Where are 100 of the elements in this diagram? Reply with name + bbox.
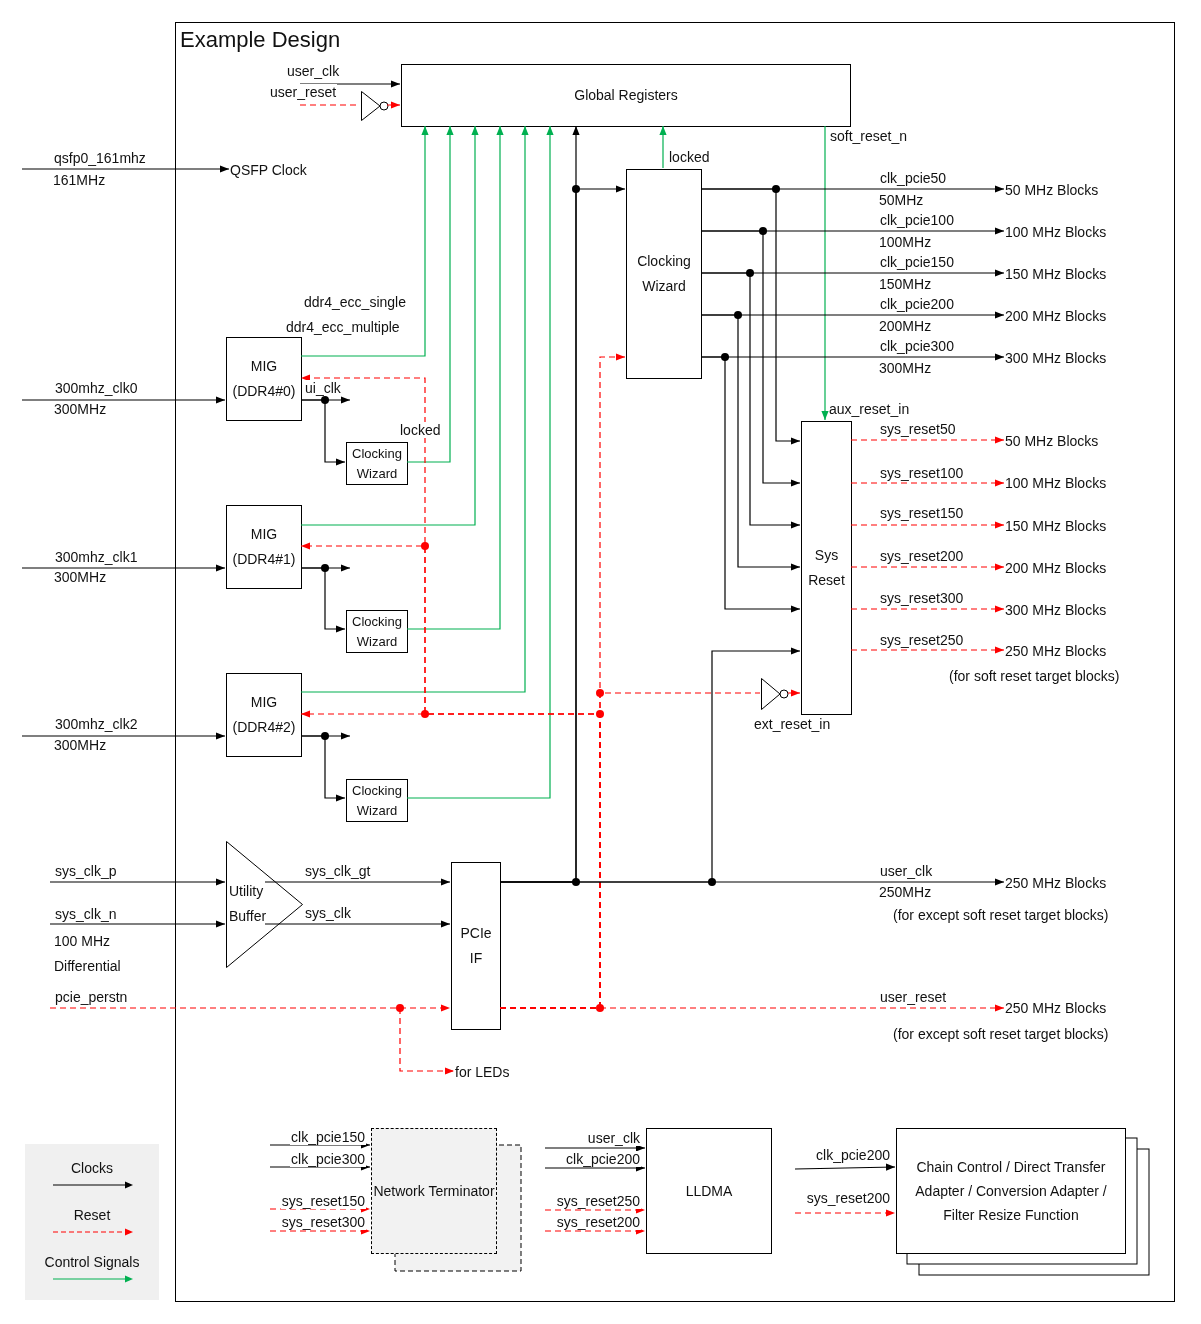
signal-label: sys_reset100 (879, 465, 965, 481)
signal-note: 250MHz (879, 884, 932, 900)
signal-arrow (794, 1209, 896, 1217)
signal-label: user_clk (586, 1130, 641, 1146)
block-label: 150 MHz Blocks (1005, 516, 1107, 536)
signal-label: clk_pcie200 (565, 1151, 641, 1167)
block-box (226, 673, 302, 757)
signal-arrow (700, 314, 801, 571)
signal-note: 300MHz (54, 737, 107, 753)
block-label: 50 MHz Blocks (1005, 431, 1099, 451)
signal-label: user_clk (879, 863, 934, 879)
design-frame (175, 22, 1175, 1302)
block-title: PCIe IF (459, 924, 493, 968)
signal-label: user_reset (269, 84, 338, 100)
block-label: 100 MHz Blocks (1005, 222, 1107, 242)
signal-note: 161MHz (53, 172, 106, 188)
signal-arrow (49, 1004, 451, 1012)
signal-arrow (700, 188, 801, 445)
block-title: Clocking Wizard (351, 781, 403, 820)
block-label: 250 MHz Blocks (1005, 641, 1107, 661)
signal-arrow (21, 396, 226, 404)
signal-arrow (544, 1164, 646, 1172)
block-title: Sys Reset (807, 546, 846, 590)
block-box (371, 1128, 497, 1254)
block-title: Utility Buffer (229, 882, 268, 926)
signal-label: locked (668, 149, 711, 165)
inverter-symbol (761, 678, 789, 710)
block-box (226, 505, 302, 589)
block-label: 300 MHz Blocks (1005, 600, 1107, 620)
signal-arrow (544, 1206, 646, 1214)
signal-arrow (850, 479, 1005, 487)
signal-arrow (21, 165, 230, 173)
block-note: (for except soft reset target blocks) (893, 1026, 1109, 1042)
signal-label: clk_pcie300 (290, 1151, 366, 1167)
block-box (451, 862, 501, 1030)
signal-note: 200MHz (879, 318, 932, 334)
signal-arrow (850, 521, 1005, 529)
signal-note: ext_reset_in (754, 716, 831, 732)
block-title: Global Registers (574, 86, 678, 105)
signal-arrow (850, 436, 1005, 444)
signal-label: soft_reset_n (829, 128, 909, 144)
stacked-block-box (896, 1128, 1126, 1254)
signal-label: user_clk (286, 63, 341, 79)
legend-label: Clocks (70, 1160, 114, 1176)
block-label: 100 MHz Blocks (1005, 473, 1107, 493)
signal-arrow (544, 1227, 646, 1235)
signal-label: sys_reset150 (280, 1193, 366, 1209)
signal-arrow (406, 125, 454, 463)
signal-label: locked (399, 422, 442, 438)
block-label: for LEDs (455, 1062, 510, 1082)
signal-arrow (21, 564, 226, 572)
signal-label: clk_pcie300 (879, 338, 955, 354)
signal-arrow (300, 125, 429, 357)
signal-label: 300mhz_clk1 (54, 549, 139, 565)
signal-arrow (794, 1163, 896, 1171)
block-title: MIG (DDR4#0) (231, 357, 297, 401)
block-box (226, 337, 302, 421)
block-title: LLDMA (685, 1181, 733, 1201)
signal-label: clk_pcie150 (879, 254, 955, 270)
signal-arrow (49, 920, 226, 928)
signal-label: qsfp0_161mhz (53, 150, 147, 166)
signal-label: sys_reset200 (805, 1190, 891, 1206)
block-title: Chain Control / Direct Transfer Adapter / Conversion Adapter / Filter Resize Function (914, 1158, 1108, 1225)
signal-label: sys_reset50 (879, 421, 957, 437)
signal-label: clk_pcie100 (879, 212, 955, 228)
signal-arrow (499, 878, 1005, 886)
signal-note: 300MHz (54, 569, 107, 585)
block-label: QSFP Clock (230, 160, 307, 180)
signal-arrow (264, 920, 451, 928)
block-label: 300 MHz Blocks (1005, 348, 1107, 368)
signal-label: sys_clk_p (54, 863, 118, 879)
signal-arrow (787, 689, 801, 697)
block-box (401, 64, 851, 127)
signal-arrow (700, 230, 801, 487)
signal-label: sys_reset250 (879, 632, 965, 648)
signal-note: 300MHz (879, 360, 932, 376)
signal-note: 50MHz (879, 192, 924, 208)
signal-note: ddr4_ecc_multiple (286, 319, 400, 335)
signal-arrow (850, 605, 1005, 613)
signal-label: sys_reset250 (555, 1193, 641, 1209)
inverter-symbol (361, 91, 389, 121)
block-label: 250 MHz Blocks (1005, 873, 1107, 893)
signal-label: 300mhz_clk0 (54, 380, 139, 396)
signal-arrow (850, 646, 1005, 654)
signal-arrow (300, 399, 346, 466)
signal-arrow (300, 567, 346, 633)
signal-arrow (386, 101, 401, 109)
signal-label: sys_reset300 (280, 1214, 366, 1230)
signal-note: 150MHz (879, 276, 932, 292)
signal-label: sys_reset300 (879, 590, 965, 606)
buffer-triangle (226, 841, 303, 968)
signal-arrow (406, 125, 554, 799)
block-label: 250 MHz Blocks (1005, 998, 1107, 1018)
signal-label: sys_clk_n (54, 906, 118, 922)
signal-arrow (300, 735, 346, 802)
signal-arrow (269, 1141, 371, 1149)
signal-label: clk_pcie150 (290, 1129, 366, 1145)
signal-label: clk_pcie50 (879, 170, 948, 186)
signal-arrow (821, 125, 829, 421)
signal-arrow (544, 1144, 646, 1152)
